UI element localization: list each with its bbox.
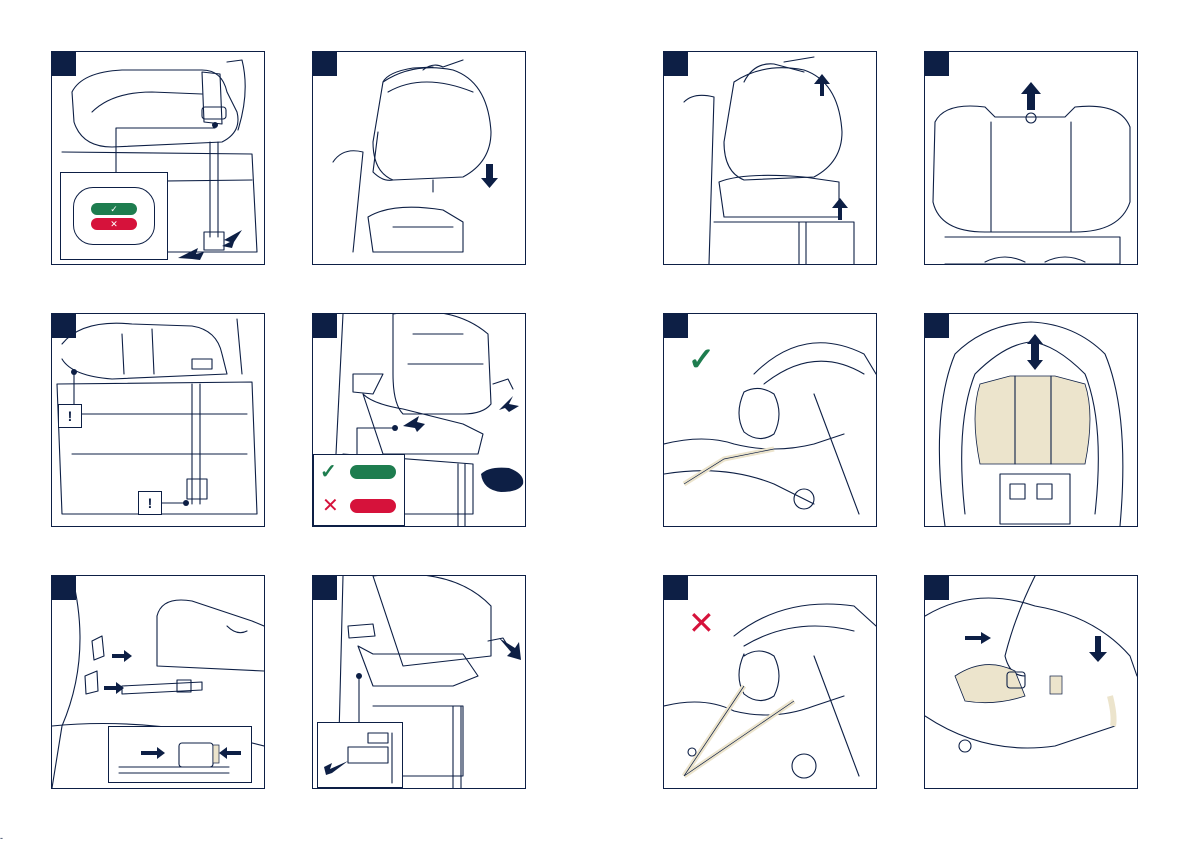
- baby-correct-illustration: [664, 314, 876, 526]
- warning-box-bottom: !: [138, 491, 162, 515]
- release-detail-drawing: [318, 723, 402, 787]
- release-detail-callout: [317, 722, 403, 788]
- lift-illustration: [664, 52, 876, 264]
- panel-lift-carrier: [663, 51, 877, 265]
- indicator-green-bar: ✓: [91, 203, 137, 215]
- panel-base-leg-indicator: ✓ ✕: [51, 51, 265, 265]
- panel-headrest-release: [924, 51, 1138, 265]
- check-icon: ✓: [320, 459, 337, 484]
- indicator-body: [73, 187, 155, 245]
- panel-correct-harness: ✓: [663, 313, 877, 527]
- baby-incorrect-illustration: [664, 576, 876, 788]
- headrest-adjust-illustration: [925, 314, 1137, 526]
- indicator-callout: ✓ ✕: [313, 454, 405, 526]
- connector-detail-drawing: [109, 727, 251, 782]
- panel-headrest-adjust: [924, 313, 1138, 527]
- crop-mark: -: [0, 833, 3, 843]
- panel-release-carrier: [312, 575, 526, 789]
- headrest-illustration: [925, 52, 1137, 264]
- indicator-callout: ✓ ✕: [60, 172, 168, 260]
- carrier-illustration: [313, 52, 525, 264]
- panel-isofix-connectors: [51, 575, 265, 789]
- buckle-illustration: [925, 576, 1137, 788]
- panel-carrier-on-base: ✓ ✕: [312, 313, 526, 527]
- indicator-red-bar: ✕: [91, 218, 137, 230]
- panel-incorrect-harness: ✕: [663, 575, 877, 789]
- panel-buckle-harness: [924, 575, 1138, 789]
- connector-detail-callout: [108, 726, 252, 783]
- red-indicator-bar: [350, 499, 396, 513]
- green-indicator-bar: [350, 465, 396, 479]
- check-icon: ✓: [110, 204, 118, 214]
- exclamation-icon: !: [148, 495, 153, 511]
- panel-lower-carrier: [312, 51, 526, 265]
- exclamation-icon: !: [68, 408, 73, 424]
- cross-icon: ✕: [110, 219, 118, 229]
- panel-base-warning: ! !: [51, 313, 265, 527]
- cross-icon: ✕: [322, 493, 339, 518]
- warning-box-top: !: [58, 404, 82, 428]
